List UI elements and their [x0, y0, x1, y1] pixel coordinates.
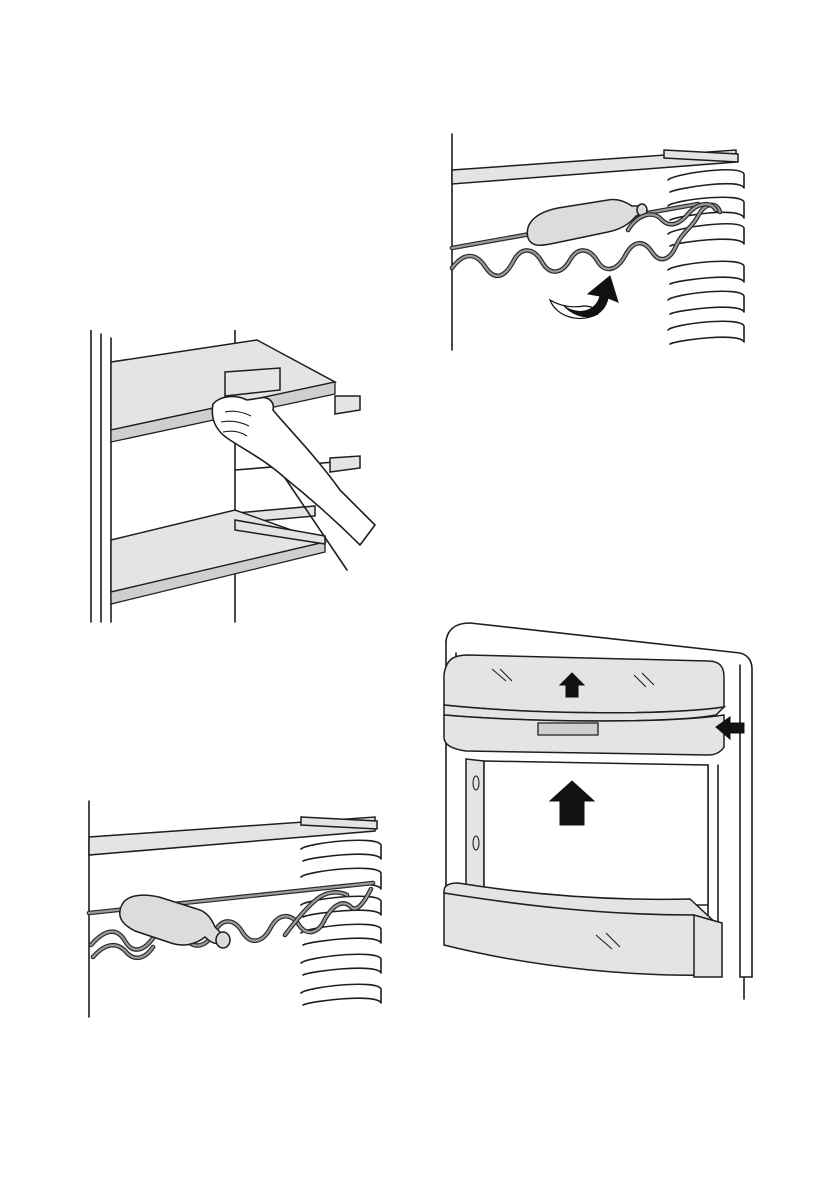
door-balcony-illustration: [440, 615, 765, 1005]
bottle-rack-flat-illustration: [85, 795, 390, 1020]
shelf-removal-illustration: [85, 330, 385, 630]
bottle-rack-tilted-illustration: [448, 130, 753, 355]
